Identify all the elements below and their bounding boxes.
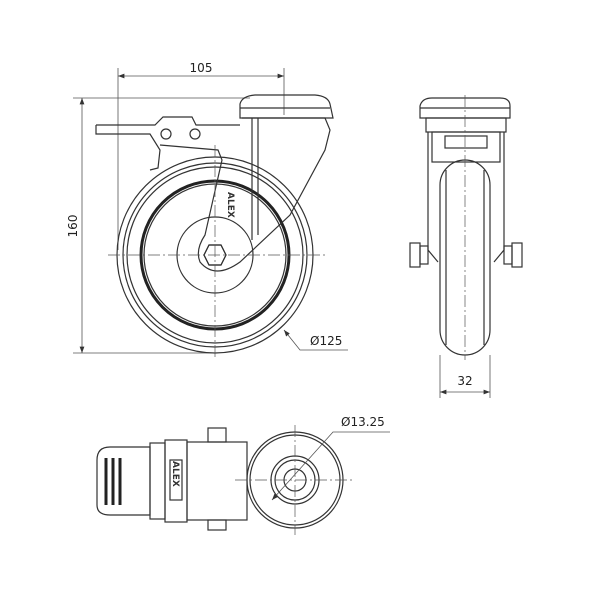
dimension-label-105: 105: [190, 61, 213, 75]
top-view: ALEX Ø13.25: [96, 415, 390, 535]
front-view: 32: [409, 95, 523, 398]
dimension-label-wheel-diameter: Ø125: [310, 334, 342, 348]
fork: [159, 117, 331, 272]
dimension-label-bolt-hole: Ø13.25: [341, 415, 385, 429]
brand-logo-top: ALEX: [170, 461, 180, 487]
brake-pedal-top: [96, 446, 151, 516]
dimension-label-wheel-width: 32: [457, 374, 472, 388]
brake-lever: [95, 116, 240, 171]
side-view: 105 160 ALEX Ø125: [66, 61, 348, 360]
brand-logo-side: ALEX: [225, 192, 235, 218]
top-plate: [239, 94, 334, 119]
dimension-label-160: 160: [66, 215, 80, 238]
